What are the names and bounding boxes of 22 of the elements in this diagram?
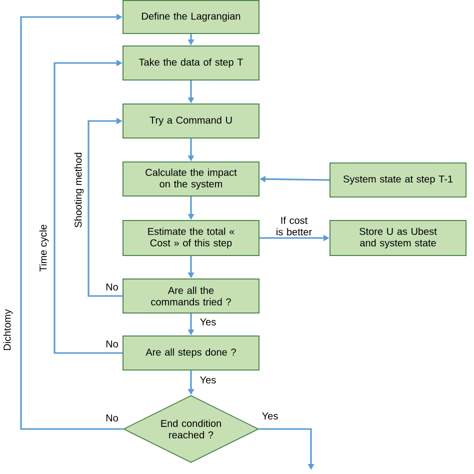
edge-label: Yes [200, 318, 216, 326]
loop-label: Dichtomy [3, 309, 13, 350]
edge-label: No [106, 414, 118, 422]
arrow [20, 14, 123, 430]
edge-label: No [106, 284, 118, 290]
loop-label: Shooting method [74, 152, 84, 228]
arrow [88, 118, 122, 297]
arrow [54, 60, 122, 354]
process-box: System state at step T-1 [330, 162, 466, 198]
edge-label: Yes [200, 376, 216, 384]
process-box: Take the data of step T [122, 46, 260, 80]
loop-label: Time cycle [39, 224, 49, 272]
process-box: Estimate the total « Cost » of this step [122, 220, 260, 256]
process-box: Store U as Ubest and system state [330, 220, 466, 256]
edge-label: Yes [262, 412, 278, 420]
process-box: Try a Command U [122, 104, 260, 138]
process-box: Calculate the impact on the system [122, 162, 260, 196]
edge-label: If cost is better [276, 216, 312, 236]
process-box: Are all the commands tried ? [122, 278, 260, 314]
process-box: Are all steps done ? [122, 336, 260, 370]
edge-label: No [106, 340, 118, 348]
process-box: Define the Lagrangian [122, 0, 260, 34]
